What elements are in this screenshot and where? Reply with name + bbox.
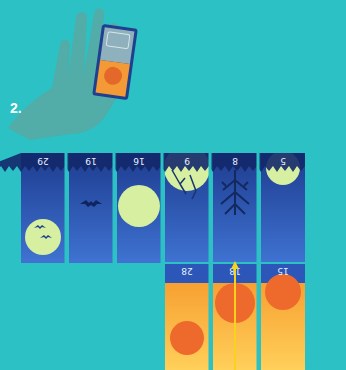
night-card-art (213, 153, 257, 263)
sun (265, 274, 301, 310)
card-bg (213, 263, 257, 370)
card-bg (117, 153, 161, 263)
night-card: 8 (213, 153, 257, 263)
day-card: 28 (165, 263, 209, 370)
sky-band (213, 263, 257, 283)
night-card-art (69, 153, 113, 263)
day-card: 15 (261, 263, 305, 370)
night-card: 16 (117, 153, 161, 263)
row-gap (165, 262, 306, 264)
held-card-frame (92, 24, 138, 100)
night-card: 29 (21, 153, 65, 263)
step-number: 2. (10, 100, 22, 116)
card-bg (261, 263, 305, 370)
card-number: 5 (261, 156, 305, 166)
card-number: 9 (165, 156, 209, 166)
day-card-art (165, 263, 209, 370)
card-bg (165, 263, 209, 370)
day-card: 18 (213, 263, 257, 370)
day-card-art (213, 263, 257, 370)
sun (170, 321, 204, 355)
card-number: 28 (165, 266, 209, 276)
card-gaps (210, 263, 258, 370)
night-card-art (165, 153, 209, 263)
held-card (92, 24, 138, 100)
night-card: 19 (69, 153, 113, 263)
night-card-art (261, 153, 305, 263)
branches (172, 170, 196, 199)
card-number: 29 (21, 156, 65, 166)
night-card-art (117, 153, 161, 263)
card-bg (213, 153, 257, 263)
held-card-bottom (96, 60, 130, 97)
sky-band (165, 263, 209, 283)
card-bg (69, 153, 113, 263)
moon (118, 185, 160, 227)
card-number: 8 (213, 156, 257, 166)
night-card: 5 (261, 153, 305, 263)
move-arrow (234, 263, 236, 370)
day-card-art (261, 263, 305, 370)
bats (34, 225, 52, 239)
card-number: 19 (69, 156, 113, 166)
moth (80, 200, 102, 207)
card-bg (21, 153, 65, 263)
held-card-top (100, 27, 134, 64)
held-card-window (106, 32, 130, 49)
moon (25, 219, 61, 255)
card-gaps (66, 153, 258, 370)
tree (221, 170, 249, 215)
sun (215, 283, 255, 323)
card-number: 16 (117, 156, 161, 166)
held-card-sun (103, 66, 123, 86)
night-card-art (21, 153, 65, 263)
night-card: 9 (165, 153, 209, 263)
card-number: 18 (213, 266, 257, 276)
card-number: 15 (261, 266, 305, 276)
